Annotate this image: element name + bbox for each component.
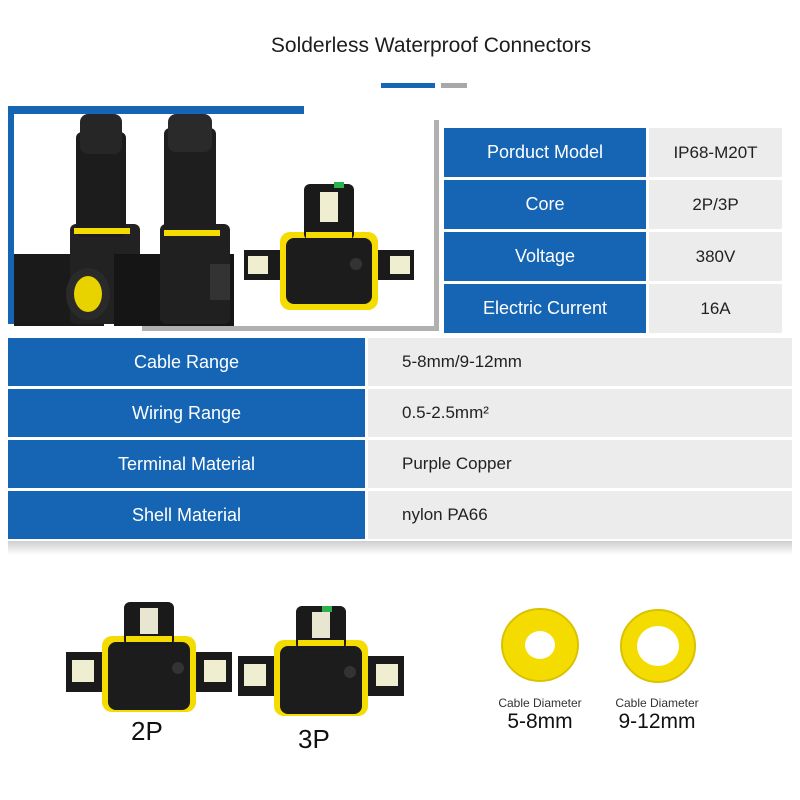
spec-value: Purple Copper (368, 440, 792, 488)
photo-frame-bottom (142, 326, 439, 331)
ring-size: 5-8mm (507, 710, 573, 733)
spec-label: Core (444, 180, 646, 229)
photo-frame-left (8, 106, 14, 324)
ring-caption: Cable Diameter (615, 696, 699, 710)
title-underline-accent (381, 83, 435, 88)
ring-9-12mm-icon (620, 609, 696, 683)
spec-label: Cable Range (8, 338, 365, 386)
page-title: Solderless Waterproof Connectors (270, 34, 592, 57)
ring-size: 9-12mm (618, 710, 696, 733)
spec-value: 380V (649, 232, 782, 281)
photo-frame-top (8, 106, 304, 114)
spec-label: Wiring Range (8, 389, 365, 437)
spec-table-small: Porduct Model IP68-M20T Core 2P/3P Volta… (444, 128, 782, 336)
ring-caption: Cable Diameter (498, 696, 582, 710)
spec-label: Terminal Material (8, 440, 365, 488)
spec-row-current: Electric Current 16A (444, 284, 782, 333)
photo-frame-right (434, 120, 439, 330)
spec-row-core: Core 2P/3P (444, 180, 782, 229)
connector-photo-illustration (14, 114, 414, 326)
product-photo (14, 114, 438, 326)
spec-label: Voltage (444, 232, 646, 281)
table-shadow (8, 541, 792, 555)
spec-value: nylon PA66 (368, 491, 792, 539)
connector-2p-image (66, 602, 232, 712)
spec-row-terminal-material: Terminal Material Purple Copper (8, 440, 792, 488)
spec-label: Porduct Model (444, 128, 646, 177)
spec-row-model: Porduct Model IP68-M20T (444, 128, 782, 177)
spec-row-shell-material: Shell Material nylon PA66 (8, 491, 792, 539)
spec-value: IP68-M20T (649, 128, 782, 177)
ring-5-8mm-icon (501, 608, 579, 682)
connector-angled-left (14, 114, 140, 326)
variant-label-3p: 3P (298, 724, 330, 754)
spec-value: 0.5-2.5mm² (368, 389, 792, 437)
spec-row-voltage: Voltage 380V (444, 232, 782, 281)
connector-3p-image (238, 606, 404, 716)
connector-angled-right (114, 114, 234, 326)
title-underline-secondary (441, 83, 467, 88)
spec-label: Shell Material (8, 491, 365, 539)
spec-row-cable-range: Cable Range 5-8mm/9-12mm (8, 338, 792, 386)
spec-value: 5-8mm/9-12mm (368, 338, 792, 386)
spec-table-large: Cable Range 5-8mm/9-12mm Wiring Range 0.… (8, 338, 792, 542)
spec-value: 16A (649, 284, 782, 333)
spec-value: 2P/3P (649, 180, 782, 229)
spec-label: Electric Current (444, 284, 646, 333)
spec-row-wiring-range: Wiring Range 0.5-2.5mm² (8, 389, 792, 437)
connector-tee-photo (244, 182, 414, 310)
variant-label-2p: 2P (131, 716, 163, 746)
